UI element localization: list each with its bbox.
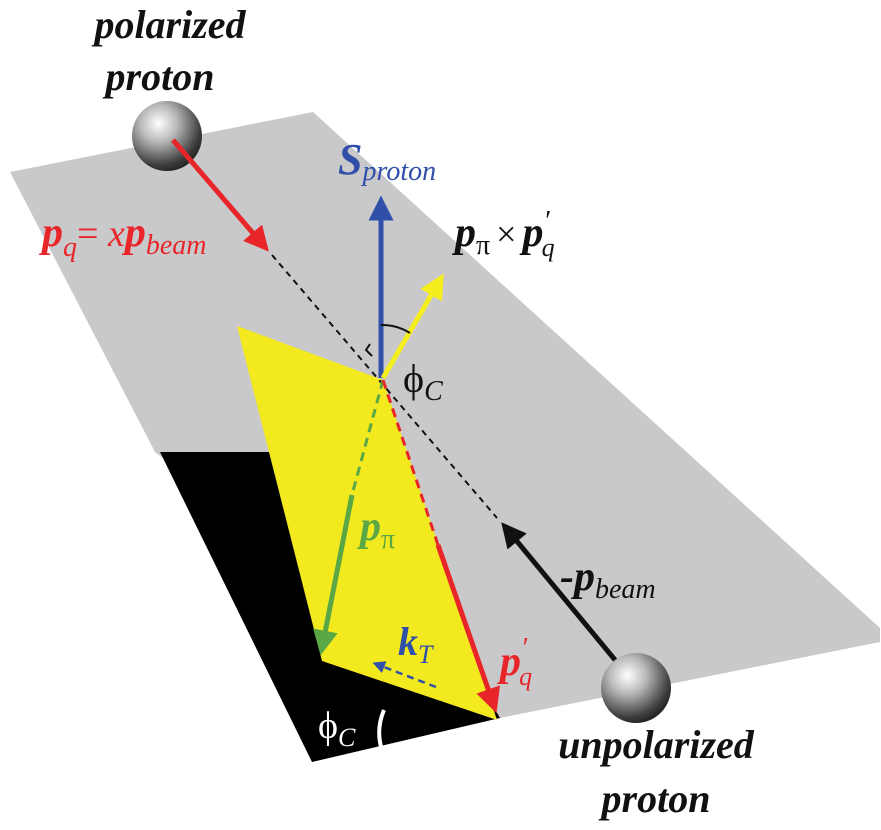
unpolarized-label: unpolarized [558, 722, 755, 767]
scattering-plane [10, 112, 880, 718]
cross-product-label: pπ×p′q [452, 206, 555, 262]
unpolarized-proton-ball [601, 653, 671, 723]
phi-angle-arc-top [380, 323, 411, 334]
spin-label: Sproton [338, 135, 436, 187]
pq-label: pq= xpbeam [39, 210, 206, 263]
phi-c-top-label: ϕC [403, 356, 443, 407]
polarized-proton-label: proton [103, 54, 215, 99]
p-pi-dashed-extension [350, 379, 385, 496]
cross-product-arrow [380, 273, 444, 380]
unpolarized-proton-label: proton [599, 776, 711, 821]
phi-c-bottom-label: ϕC [318, 705, 356, 752]
p-pi-arrow [313, 494, 355, 656]
right-angle-mark [364, 343, 373, 357]
kt-arrow [372, 661, 437, 689]
pq-arrow [171, 138, 269, 252]
phi-angle-arc-bottom [377, 709, 386, 748]
minus-pbeam-label: -pbeam [560, 554, 656, 605]
yellow-triangle [237, 326, 497, 720]
minus-pbeam-arrow [501, 522, 627, 674]
beam-axis-dashed [271, 254, 498, 519]
p-pi-label: pπ [357, 504, 395, 555]
polarized-label: polarized [91, 2, 246, 47]
pq-prime-label: p′q [497, 633, 532, 691]
pq-prime-arrow [435, 544, 501, 714]
kt-label: kT [398, 619, 434, 669]
